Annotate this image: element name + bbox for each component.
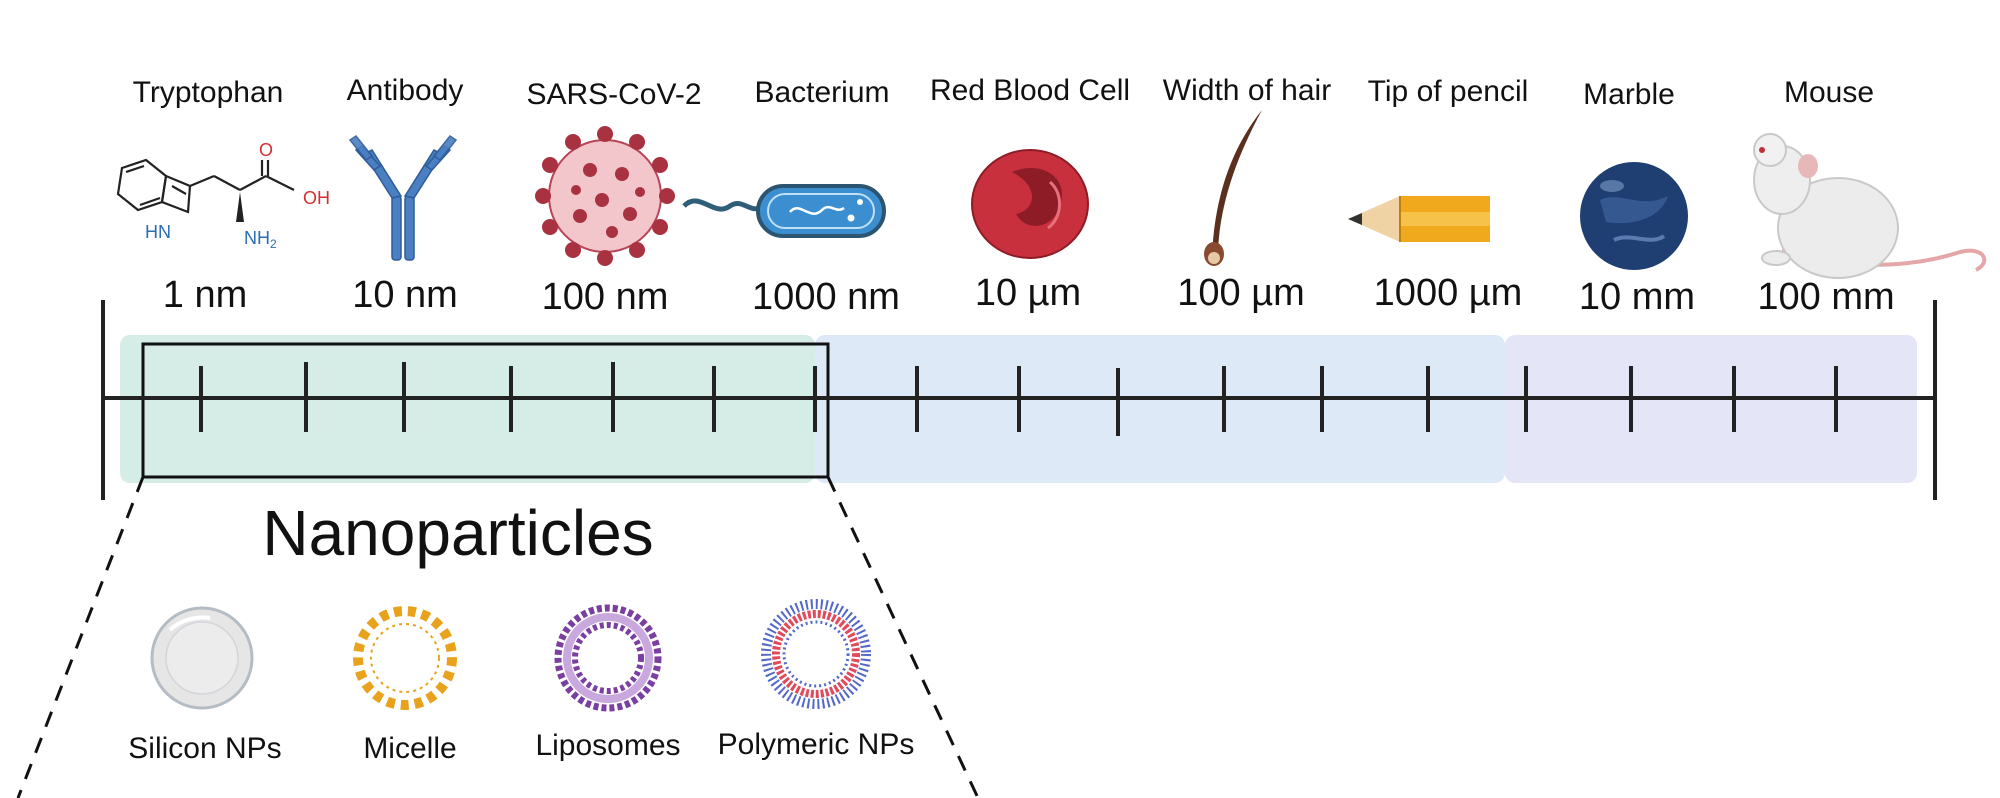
size-label-100nm: 100 nm: [542, 276, 669, 318]
np-label-liposomes: Liposomes: [535, 729, 680, 762]
size-label-100um: 100 µm: [1177, 272, 1305, 314]
nano-band: [120, 335, 815, 483]
polymeric-nanoparticle-icon: [761, 599, 871, 709]
size-label-1nm: 1 nm: [163, 274, 247, 316]
item-label-tryptophan: Tryptophan: [133, 76, 284, 109]
scale-ticks: [199, 362, 1838, 436]
marble-icon: [1580, 162, 1688, 270]
tryptophan-molecule-icon: O OH HN NH2: [116, 140, 330, 251]
silicon-nanoparticle-icon: [150, 606, 254, 710]
item-label-bacterium: Bacterium: [754, 76, 889, 109]
size-labels: 1 nm 10 nm 100 nm 1000 nm 10 µm 100 µm 1…: [163, 272, 1895, 318]
pencil-icon: [1348, 196, 1490, 242]
mouse-icon: [1753, 133, 1987, 279]
item-label-marble: Marble: [1583, 78, 1675, 111]
chem-label-o: O: [259, 140, 273, 160]
size-label-10mm: 10 mm: [1579, 276, 1695, 318]
nanoparticle-range-box: [141, 342, 830, 479]
zoom-lines: [16, 476, 980, 798]
size-label-10nm: 10 nm: [352, 274, 458, 316]
hair-icon: [1204, 110, 1262, 266]
item-label-mouse: Mouse: [1784, 76, 1874, 109]
chem-label-nh2: NH2: [244, 228, 277, 251]
np-label-polymeric: Polymeric NPs: [718, 728, 915, 761]
size-label-1000nm: 1000 nm: [752, 276, 900, 318]
milli-band: [1505, 335, 1917, 483]
nanoparticles-heading: Nanoparticles: [262, 497, 653, 569]
size-label-10um: 10 µm: [975, 272, 1081, 314]
item-label-red-blood-cell: Red Blood Cell: [930, 74, 1130, 107]
item-label-hair: Width of hair: [1163, 74, 1331, 107]
chem-label-oh: OH: [303, 188, 330, 208]
micelle-icon: [353, 606, 457, 710]
micro-band: [815, 335, 1505, 483]
chem-label-hn: HN: [145, 222, 171, 242]
item-labels: Tryptophan Antibody SARS-CoV-2 Bacterium…: [133, 74, 1874, 111]
virus-icon: [535, 126, 675, 266]
np-label-silicon: Silicon NPs: [128, 732, 281, 765]
item-label-pencil: Tip of pencil: [1368, 75, 1529, 108]
bacterium-icon: [682, 184, 886, 238]
item-label-sars-cov-2: SARS-CoV-2: [526, 78, 701, 111]
red-blood-cell-icon: [971, 149, 1089, 259]
liposome-icon: [554, 604, 662, 712]
np-label-micelle: Micelle: [363, 732, 456, 765]
size-label-100mm: 100 mm: [1757, 276, 1894, 318]
size-label-1000um: 1000 µm: [1374, 272, 1523, 314]
antibody-icon: [348, 134, 458, 261]
item-label-antibody: Antibody: [347, 74, 464, 107]
